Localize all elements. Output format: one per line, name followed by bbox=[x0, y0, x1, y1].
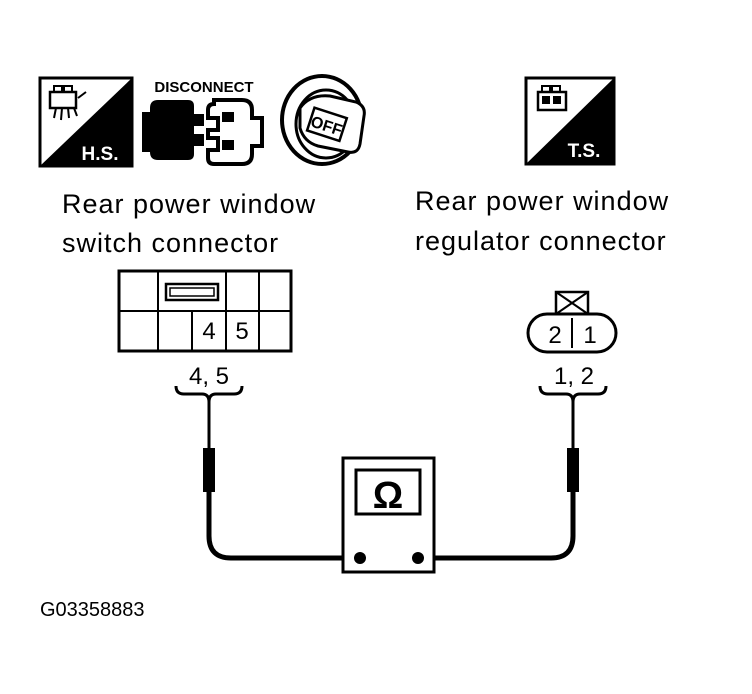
switch-connector-title-line1: Rear power window bbox=[62, 189, 316, 219]
switch-probe-label: 4, 5 bbox=[189, 363, 229, 390]
switch-connector-title-line2: switch connector bbox=[62, 228, 279, 258]
switch-connector: 4 5 bbox=[117, 269, 293, 353]
harness-side-label: H.S. bbox=[82, 144, 119, 165]
disconnect-connector-icon: DISCONNECT bbox=[142, 79, 264, 166]
regulator-pin-2: 2 bbox=[548, 322, 561, 349]
meter-terminal-right bbox=[412, 552, 424, 564]
ignition-key-off-icon: OFF bbox=[280, 74, 366, 166]
disconnect-label: DISCONNECT bbox=[154, 79, 253, 96]
left-test-lead bbox=[203, 402, 358, 561]
figure-id: G03358883 bbox=[40, 599, 145, 621]
regulator-probe-label: 1, 2 bbox=[554, 363, 594, 390]
terminal-side-icon: T.S. bbox=[524, 76, 616, 166]
right-test-lead bbox=[418, 402, 579, 561]
harness-side-icon: H.S. bbox=[38, 76, 134, 168]
regulator-connector-title-line2: regulator connector bbox=[415, 226, 667, 256]
ohm-symbol: Ω bbox=[373, 475, 403, 517]
regulator-connector: 2 1 bbox=[526, 290, 618, 354]
terminal-side-label: T.S. bbox=[568, 141, 601, 162]
switch-pin-5: 5 bbox=[235, 318, 248, 345]
regulator-pin-1: 1 bbox=[583, 322, 596, 349]
meter-terminal-left bbox=[354, 552, 366, 564]
regulator-connector-title-line1: Rear power window bbox=[415, 186, 669, 216]
switch-pin-4: 4 bbox=[202, 318, 215, 345]
ohmmeter-icon: Ω bbox=[341, 456, 436, 574]
